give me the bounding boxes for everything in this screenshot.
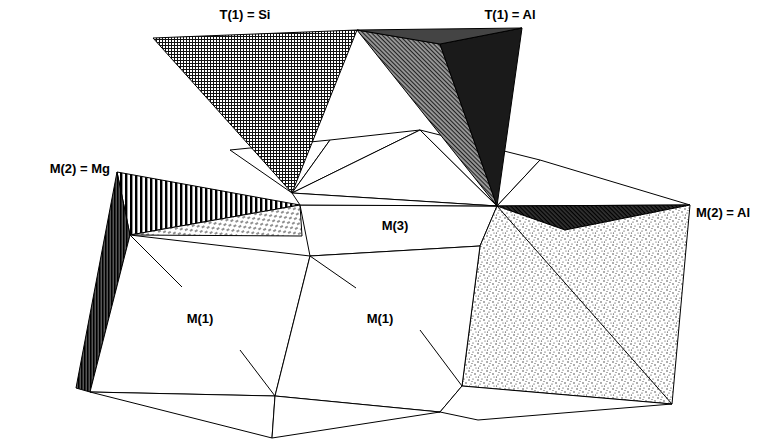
edge-line [130, 235, 182, 287]
octahedral-layer [76, 130, 690, 438]
site-label: T(1) = Al [482, 7, 537, 22]
edge-line [310, 256, 356, 288]
site-label: M(3) [380, 218, 411, 233]
si-tetrahedron [153, 30, 357, 193]
m1-octahedron-face [90, 392, 275, 438]
octahedron-face [440, 386, 672, 420]
tetrahedra [153, 28, 522, 206]
m1-octahedron-face [275, 246, 480, 412]
m3-octahedron-face [292, 193, 497, 206]
edge-line [420, 330, 462, 386]
edge-line [497, 206, 672, 404]
site-label: M(1) [365, 311, 396, 326]
al-tetrahedron-face [440, 28, 522, 206]
m1-octahedron-face [90, 235, 310, 396]
site-label: T(1) = Si [218, 7, 273, 22]
al-octahedron-face [462, 205, 690, 404]
site-label: M(1) [185, 311, 216, 326]
edge-line [240, 350, 275, 396]
m1-octahedron-face [272, 396, 440, 438]
al-tetrahedron-face [357, 28, 522, 44]
site-label: M(2) = Al [694, 205, 752, 220]
mg-octahedron-face [130, 205, 302, 236]
site-label: M(2) = Mg [48, 161, 112, 176]
octahedron-face [497, 160, 690, 206]
